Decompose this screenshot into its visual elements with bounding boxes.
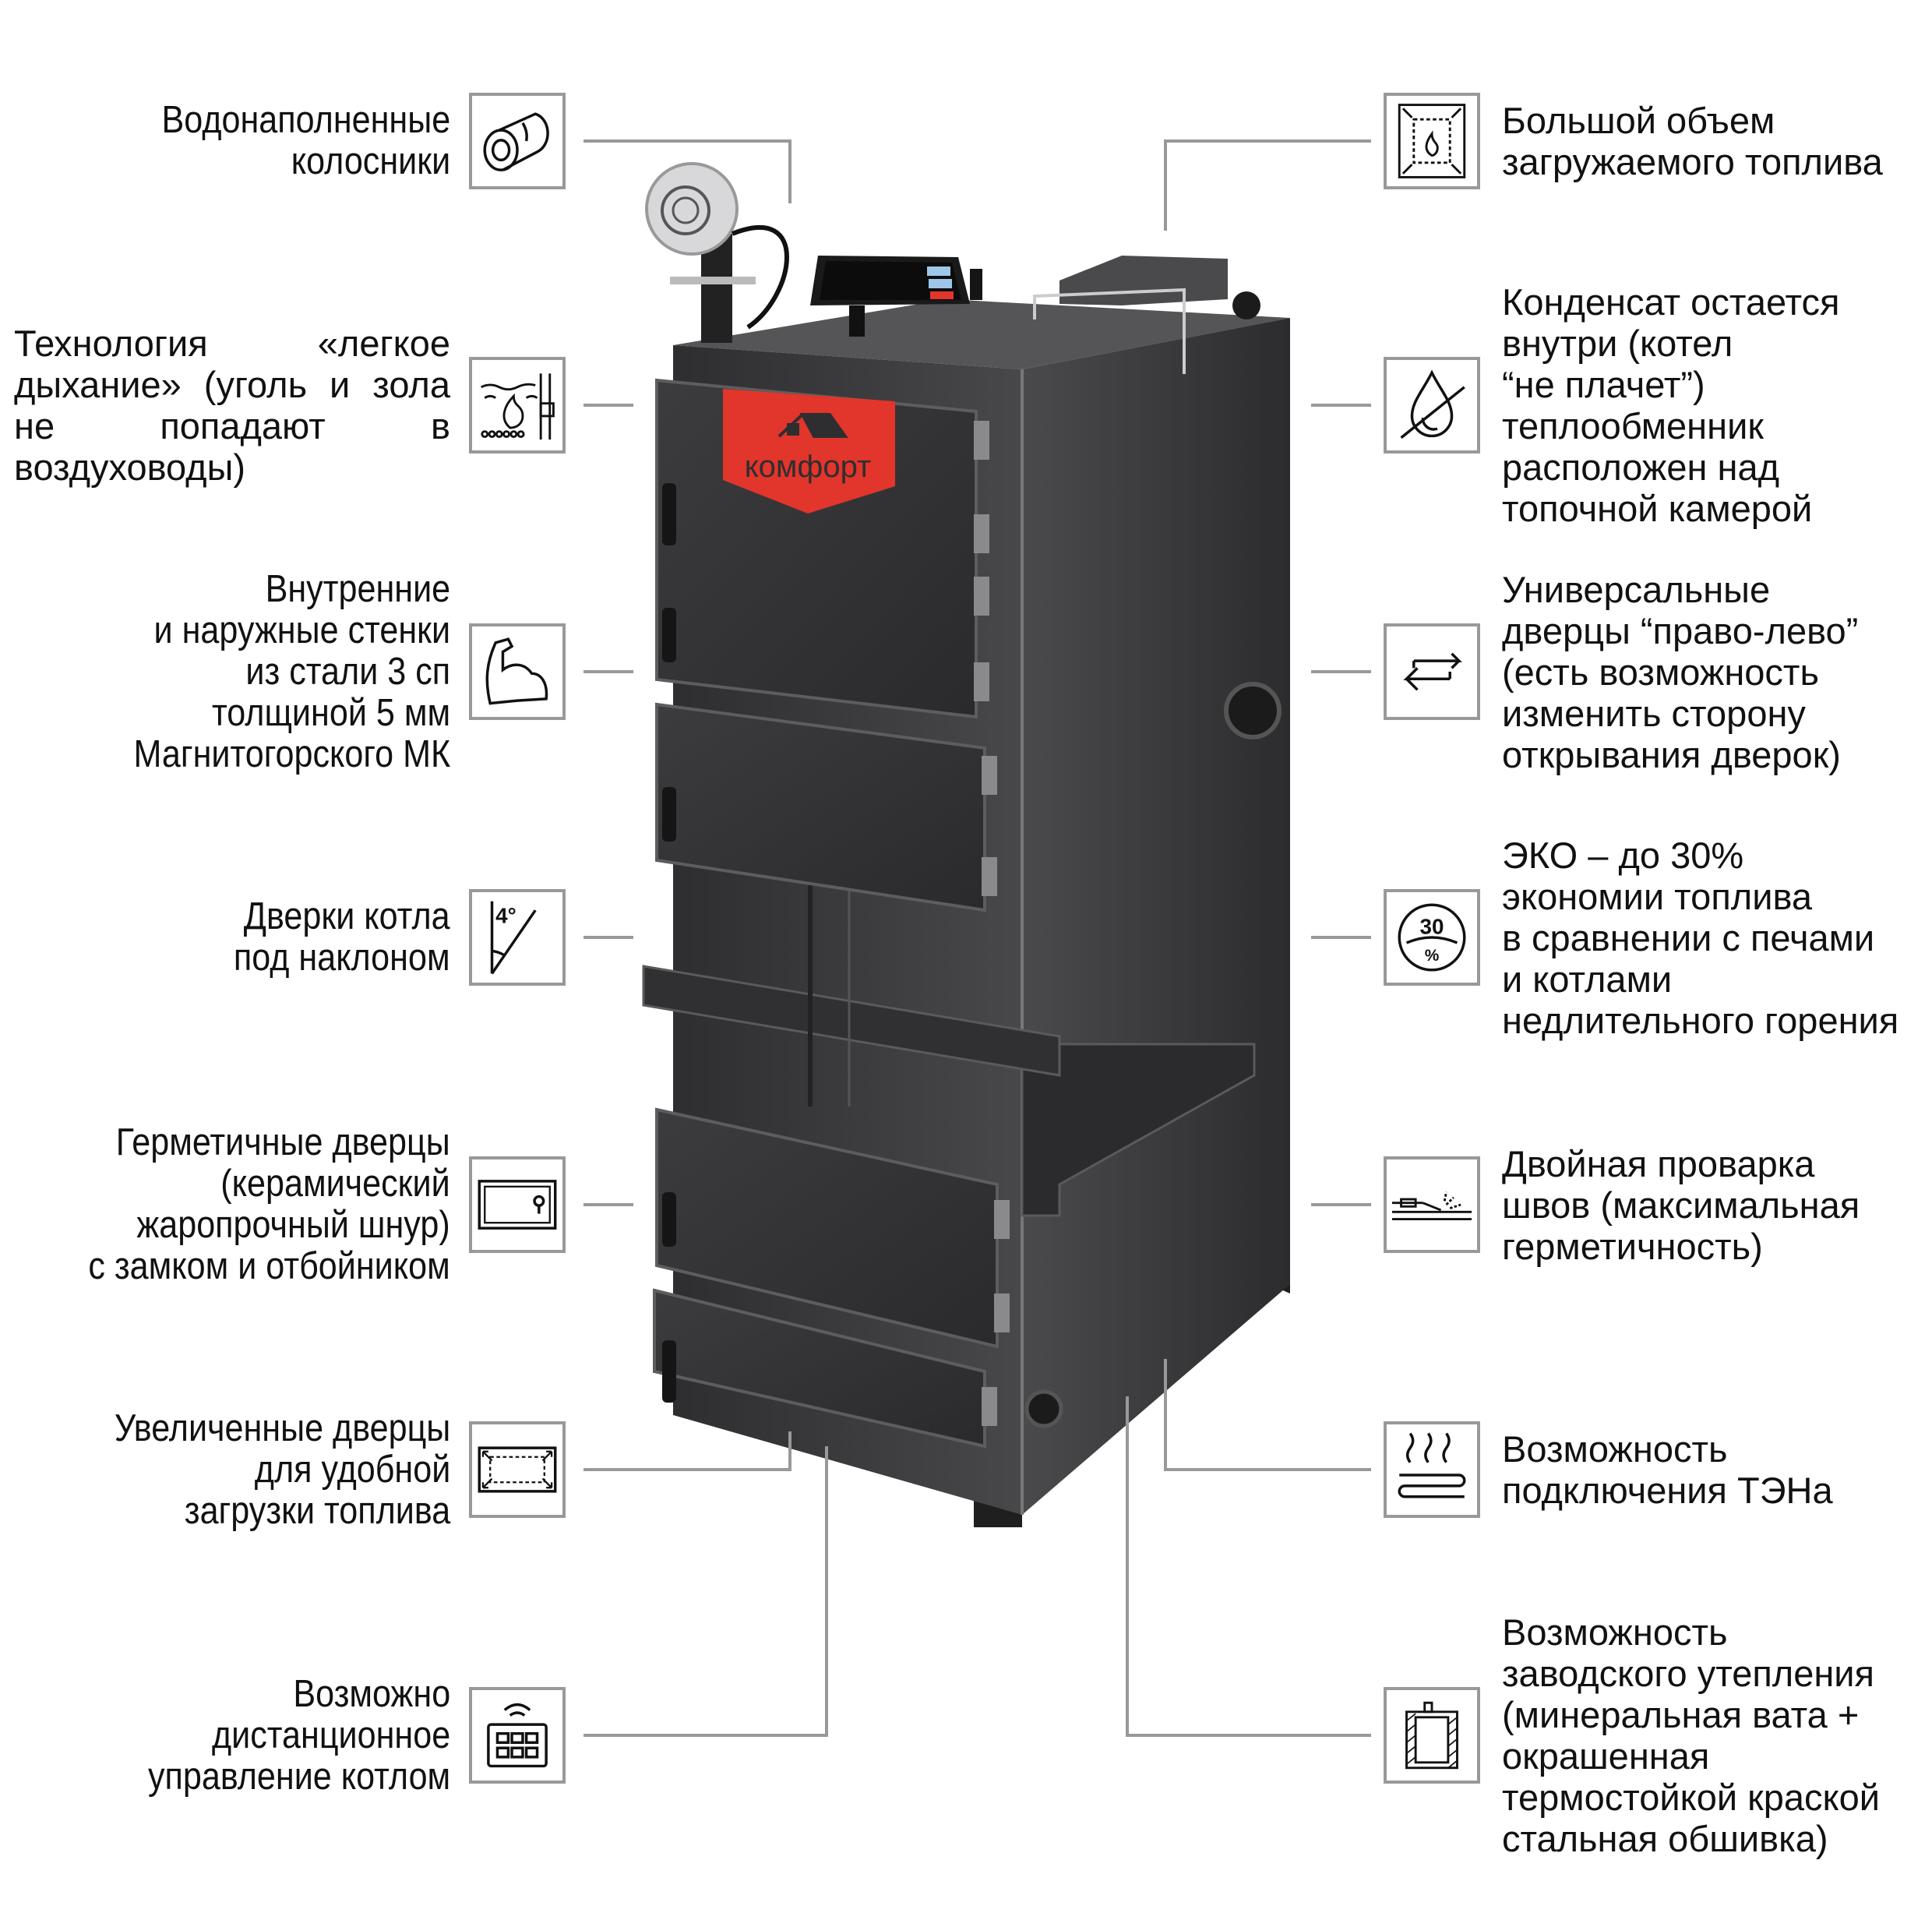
house-logo-icon [777,412,848,438]
top-box [1059,256,1228,305]
boiler-side [1022,318,1290,1515]
boiler-top [673,299,1290,369]
connector-line [583,1203,633,1206]
feature-text: ЭКО – до 30% экономии топлива в сравнени… [1502,834,1899,1041]
feature-right-5: Двойная проварка швов (максимальная герм… [1502,1049,1932,1361]
feature-text: Герметичные дверцы (керамический жаропро… [88,1121,450,1287]
connector-line [583,936,633,939]
eco-badge-unit: % [1425,947,1440,965]
connector-line [1311,404,1371,407]
boiler-door-lower [655,1107,999,1349]
feature-right-6: Возможность подключения ТЭНа [1502,1314,1932,1625]
feature-text: Водонаполненные колосники [161,99,450,182]
strong-arm-icon [469,623,566,720]
connector-line [1311,670,1371,673]
feature-left-1: Водонаполненные колосники [0,0,450,297]
feature-text: Конденсат остается внутри (котел “не пла… [1502,281,1840,529]
connector-line [583,139,791,143]
feature-text: Увеличенные дверцы для удобной загрузки … [114,1406,450,1532]
angle-4-icon: 4° [469,889,566,986]
feature-left-3: Внутренние и наружные стенки из стали 3 … [0,516,450,828]
connector-line [583,1734,828,1737]
grate-tube-icon [469,93,566,189]
connector-line [1164,139,1167,231]
fuel-volume-icon [1384,93,1480,189]
heating-element-icon [1384,1421,1480,1518]
feature-text: Универсальные дверцы “право-лево” (есть … [1502,568,1859,775]
connector-line [1164,139,1371,143]
connector-line [825,1446,828,1737]
connector-line [583,670,633,673]
feature-left-6: Увеличенные дверцы для удобной загрузки … [0,1314,450,1625]
feature-left-5: Герметичные дверцы (керамический жаропро… [0,1049,450,1361]
feature-text: Дверки котла под наклоном [234,895,450,979]
feature-right-1: Большой объем загружаемого топлива [1502,0,1932,297]
connector-line [1164,1359,1167,1471]
boiler-door-ash [653,1288,986,1449]
angle-label: 4° [495,903,516,927]
double-weld-icon [1384,1156,1480,1253]
feature-right-7: Возможность заводского утепления (минера… [1502,1579,1932,1891]
connector-line [1164,1468,1371,1471]
connector-line [1126,1396,1129,1737]
feature-left-2: Технология «легкое дыхание» (уголь и зол… [0,249,450,561]
brand-badge [723,389,895,514]
sealed-door-icon [469,1156,566,1253]
fan-blower [645,162,739,256]
boiler-shelf [642,965,1061,1077]
boiler-door-middle [655,702,986,912]
connector-line [583,404,633,407]
large-door-icon [469,1421,566,1518]
bottom-pipe [1024,1389,1063,1428]
feature-text: Двойная проварка швов (максимальная герм… [1502,1142,1860,1267]
connector-line [1126,1734,1371,1737]
easy-breath-icon [469,357,566,454]
connector-line [788,139,791,203]
feature-text: Внутренние и наружные стенки из стали 3 … [133,567,450,775]
connector-line [1311,936,1371,939]
feature-right-2: Конденсат остается внутри (котел “не пла… [1502,249,1932,561]
feature-right-4: ЭКО – до 30% экономии топлива в сравнени… [1502,782,1932,1093]
condensate-drop-icon [1384,357,1480,454]
eco-badge-value: 30 [1420,914,1444,938]
feature-text: Возможно дистанционное управление котлом [147,1672,450,1798]
feature-left-4: Дверки котла под наклоном [0,782,450,1093]
brand-logo-text: комфорт [745,450,872,484]
connector-line [583,1468,791,1471]
feature-text: Технология «легкое дыхание» (уголь и зол… [14,323,450,488]
reversible-door-icon [1384,623,1480,720]
feature-text: Возможность подключения ТЭНа [1502,1428,1833,1511]
feature-text: Возможность заводского утепления (минера… [1502,1611,1880,1859]
eco-30-icon: 30% [1384,889,1480,986]
insulation-icon [1384,1687,1480,1784]
feature-text: Большой объем загружаемого топлива [1502,100,1883,182]
connector-line [788,1431,791,1471]
remote-control-icon [469,1687,566,1784]
feature-left-7: Возможно дистанционное управление котлом [0,1579,450,1891]
feature-right-3: Универсальные дверцы “право-лево” (есть … [1502,516,1932,828]
connector-line [1311,1203,1371,1206]
side-pipe [1224,682,1282,739]
